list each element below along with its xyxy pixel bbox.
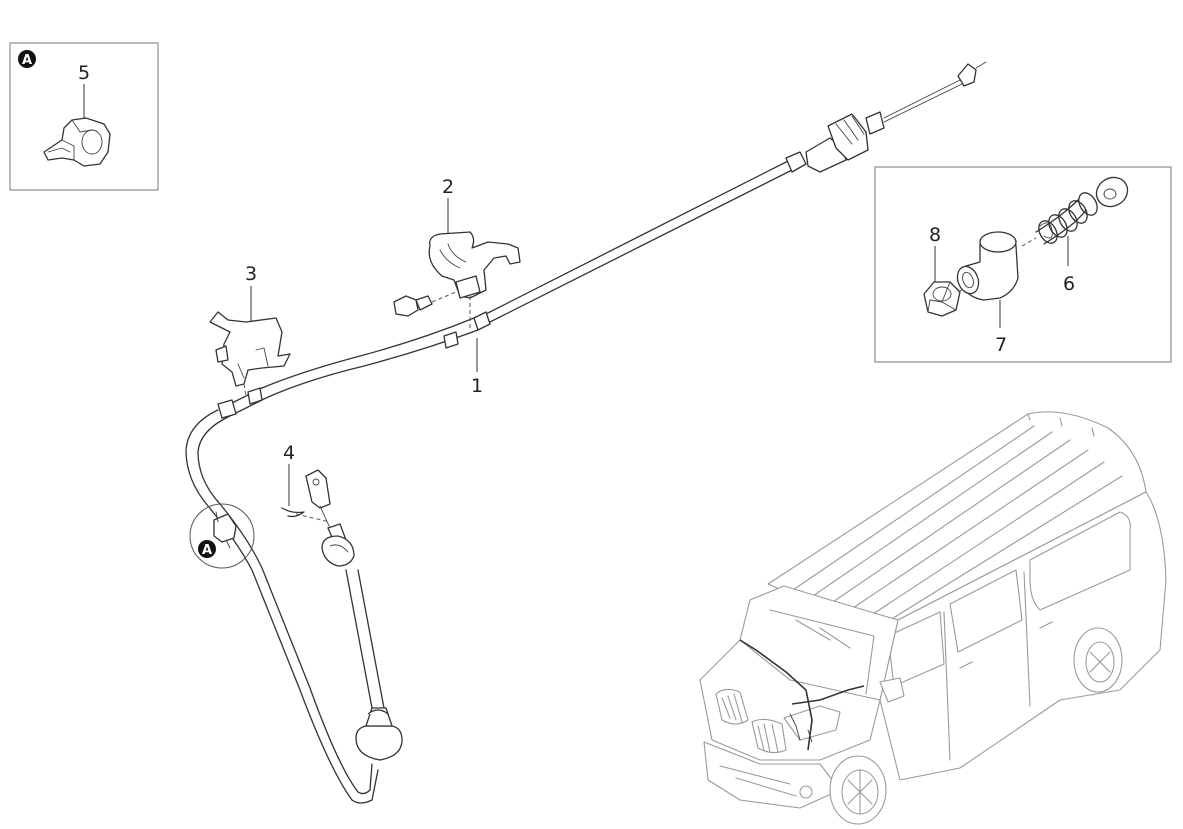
part-4-clip: 4	[281, 442, 355, 567]
van-front-wheel	[829, 755, 887, 825]
detail-box-a-letter: A	[22, 53, 32, 68]
detail-box-a: A 5	[9, 42, 159, 191]
callout-a-letter: A	[202, 543, 212, 558]
part-label-3: 3	[245, 263, 257, 285]
part-7-elbow: 7	[956, 231, 1019, 356]
part-label-1: 1	[471, 375, 483, 397]
part-8-nut: 8	[923, 224, 963, 317]
part-label-5: 5	[78, 62, 90, 84]
part-6-spring: 6	[1021, 192, 1098, 295]
callout-a-circle: A	[189, 503, 255, 569]
part-label-8: 8	[929, 224, 941, 246]
washer	[1095, 176, 1129, 208]
part-label-7: 7	[995, 334, 1007, 356]
van-rear-wheel	[1073, 627, 1123, 693]
detail-box-parts-6-8: 6 7 8	[874, 166, 1172, 363]
part-3-bracket: 3	[209, 263, 291, 397]
part-1-clutch-cable	[185, 61, 987, 804]
part-2-bracket: 2	[393, 176, 521, 330]
van-illustration	[699, 411, 1167, 825]
part-5-clip	[43, 117, 111, 167]
part-label-6: 6	[1063, 273, 1075, 295]
part-label-4: 4	[283, 442, 295, 464]
part-label-2: 2	[442, 176, 454, 198]
